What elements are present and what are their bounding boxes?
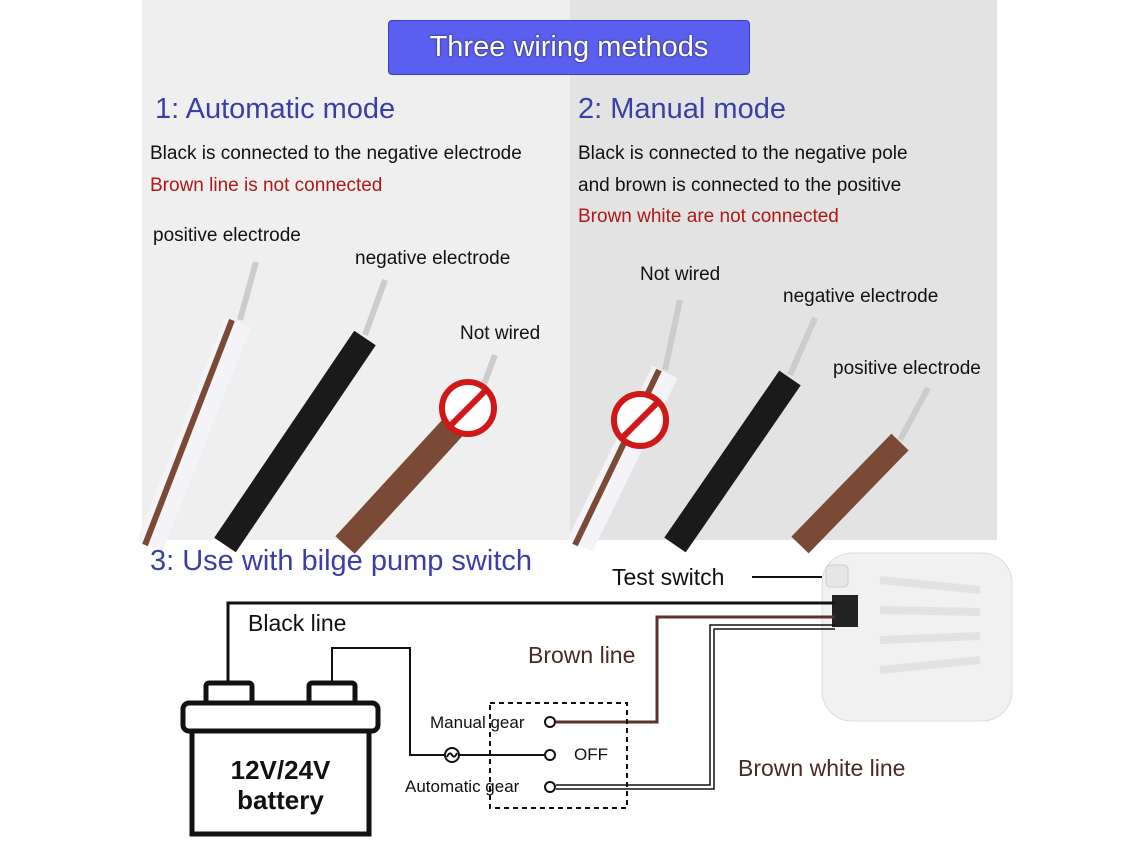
circuit-lines: [226, 576, 835, 809]
panel-automatic-bg: [142, 0, 570, 540]
manual-wires: [567, 299, 931, 554]
label-negative-electrode: negative electrode: [783, 286, 939, 307]
bilge-switch-heading: 3: Use with bilge pump switch: [150, 545, 532, 577]
battery-text: battery: [237, 785, 324, 815]
not-wired-forbidden-icon: [439, 379, 497, 437]
label-off: OFF: [574, 745, 608, 764]
battery-voltage: 12V/24V: [230, 755, 331, 785]
automatic-mode-desc: Black is connected to the negative elect…: [150, 143, 522, 164]
label-black-line: Black line: [248, 610, 347, 636]
automatic-mode-heading: 1: Automatic mode: [155, 93, 396, 125]
label-test-switch: Test switch: [612, 564, 725, 590]
label-brown-white-line: Brown white line: [738, 755, 906, 781]
manual-mode-desc-2: and brown is connected to the positive: [578, 175, 902, 196]
label-negative-electrode: negative electrode: [355, 248, 511, 269]
label-manual-gear: Manual gear: [430, 713, 525, 732]
label-brown-line: Brown line: [528, 642, 636, 668]
title-banner: Three wiring methods: [388, 20, 750, 75]
label-positive-electrode: positive electrode: [153, 225, 301, 246]
manual-mode-heading: 2: Manual mode: [578, 93, 786, 125]
switch-terminals: [444, 716, 556, 793]
battery-label: 12V/24V battery: [192, 755, 369, 815]
label-not-wired: Not wired: [460, 323, 541, 344]
label-positive-electrode: positive electrode: [833, 358, 981, 379]
automatic-wires: [136, 261, 498, 554]
label-not-wired: Not wired: [640, 264, 721, 285]
automatic-mode-warning: Brown line is not connected: [150, 175, 383, 196]
not-wired-forbidden-icon: [611, 391, 669, 449]
label-automatic-gear: Automatic gear: [405, 777, 520, 796]
manual-mode-desc-1: Black is connected to the negative pole: [578, 143, 908, 164]
manual-mode-warning: Brown white are not connected: [578, 206, 839, 227]
battery-icon: [180, 680, 381, 837]
bilge-pump-switch-device: [821, 552, 1013, 722]
